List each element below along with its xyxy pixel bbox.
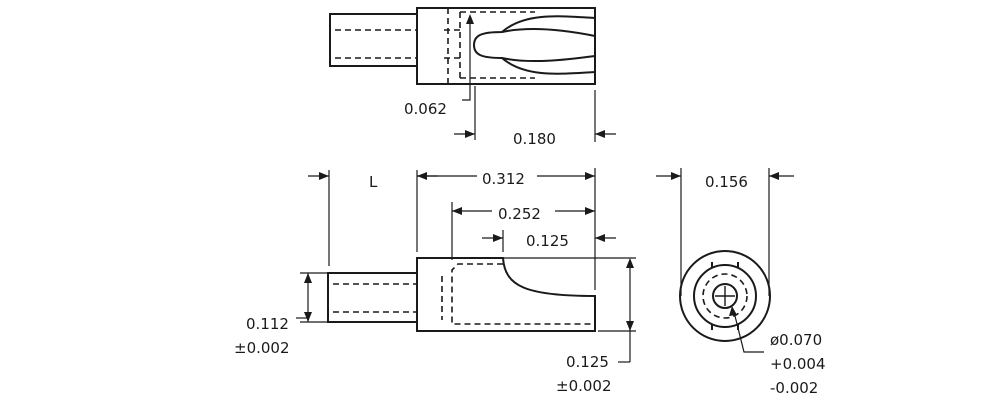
dim-label-bore-diameter: ø0.070 bbox=[770, 331, 822, 349]
top-view-slot-outline bbox=[472, 15, 596, 75]
dim-label-0125: 0.125 bbox=[526, 232, 569, 250]
side-view: L 0.312 0.252 0.125 0.112 ±0.002 0.1 bbox=[234, 168, 636, 395]
top-view-pin-outline bbox=[329, 13, 417, 67]
end-view-inner-circle bbox=[693, 264, 757, 328]
side-view-bore-hidden bbox=[451, 263, 595, 325]
dim-0252-arrow-right bbox=[585, 207, 595, 215]
dim-0112-arrow-bottom bbox=[304, 312, 312, 322]
top-view-slot-inner-upper bbox=[501, 28, 596, 37]
dim-0112-arrow-top bbox=[304, 273, 312, 283]
dim-0312-arrow-right bbox=[585, 172, 595, 180]
dim-0125-arrow-left bbox=[493, 234, 503, 242]
end-view-hidden-circle bbox=[702, 273, 748, 319]
top-view-body-outline bbox=[416, 7, 596, 85]
dim-0125v-arrow-bottom bbox=[626, 321, 634, 331]
dim-0125v-arrow-top bbox=[626, 258, 634, 268]
dim-0180-arrow-right bbox=[595, 130, 605, 138]
dim-label-0112: 0.112 bbox=[246, 315, 289, 333]
dim-label-0125v: 0.125 bbox=[566, 353, 609, 371]
dim-0156-arrow-right bbox=[769, 172, 779, 180]
top-view-slot-inner-lower bbox=[501, 55, 596, 63]
dim-bore-leader bbox=[733, 311, 764, 353]
dim-label-0312: 0.312 bbox=[482, 170, 525, 188]
top-view: 0.062 0.180 bbox=[329, 7, 616, 148]
dim-label-0062: 0.062 bbox=[404, 100, 447, 118]
dim-label-bore-tol-minus: -0.002 bbox=[770, 379, 818, 397]
dim-label-0156: 0.156 bbox=[705, 173, 748, 191]
dim-0156-arrow-left bbox=[671, 172, 681, 180]
dim-label-bore-tol-plus: +0.004 bbox=[770, 355, 826, 373]
dim-0180-arrow-left bbox=[465, 130, 475, 138]
dim-bore-arrow bbox=[729, 306, 737, 316]
dim-L-arrow-left bbox=[319, 172, 329, 180]
dim-0252-arrow-left bbox=[452, 207, 462, 215]
dim-label-0252: 0.252 bbox=[498, 205, 541, 223]
dim-label-0125v-tolerance: ±0.002 bbox=[556, 377, 612, 395]
dim-0062-arrow bbox=[466, 14, 474, 24]
dim-label-L: L bbox=[369, 173, 378, 191]
dim-0062-leader bbox=[462, 20, 471, 101]
end-view: 0.156 ø0.070 +0.004 -0.002 bbox=[656, 168, 826, 397]
dim-label-0112-tolerance: ±0.002 bbox=[234, 339, 290, 357]
side-view-pin-outline bbox=[327, 272, 417, 323]
end-view-bore-circle bbox=[712, 283, 738, 309]
dim-label-0180: 0.180 bbox=[513, 130, 556, 148]
end-view-outer-circle bbox=[679, 250, 771, 342]
dim-0125-arrow-right bbox=[595, 234, 605, 242]
side-view-body-outline bbox=[416, 257, 596, 332]
